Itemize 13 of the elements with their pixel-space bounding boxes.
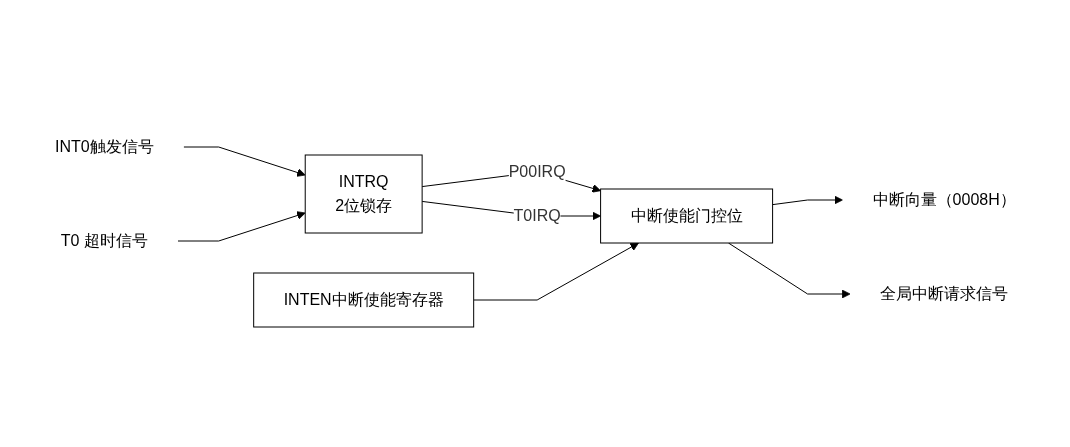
node-text: T0 超时信号 [60,232,148,249]
node-box: INTEN中断使能寄存器 [252,272,474,328]
arrow [177,211,306,242]
arrow [771,195,843,206]
edge-label: T0IRQ [513,207,561,224]
edge-label: P00IRQ [508,163,566,180]
node-box: 中断使能门控位 [599,188,773,244]
arrow [182,146,306,177]
node-text: 全局中断请求信号 [879,285,1008,302]
node-box: INTRQ 2位锁存 [304,154,423,234]
node-text: 中断向量（0008H） [872,191,1016,208]
arrow [472,242,639,301]
node-text: INT0触发信号 [54,138,154,155]
